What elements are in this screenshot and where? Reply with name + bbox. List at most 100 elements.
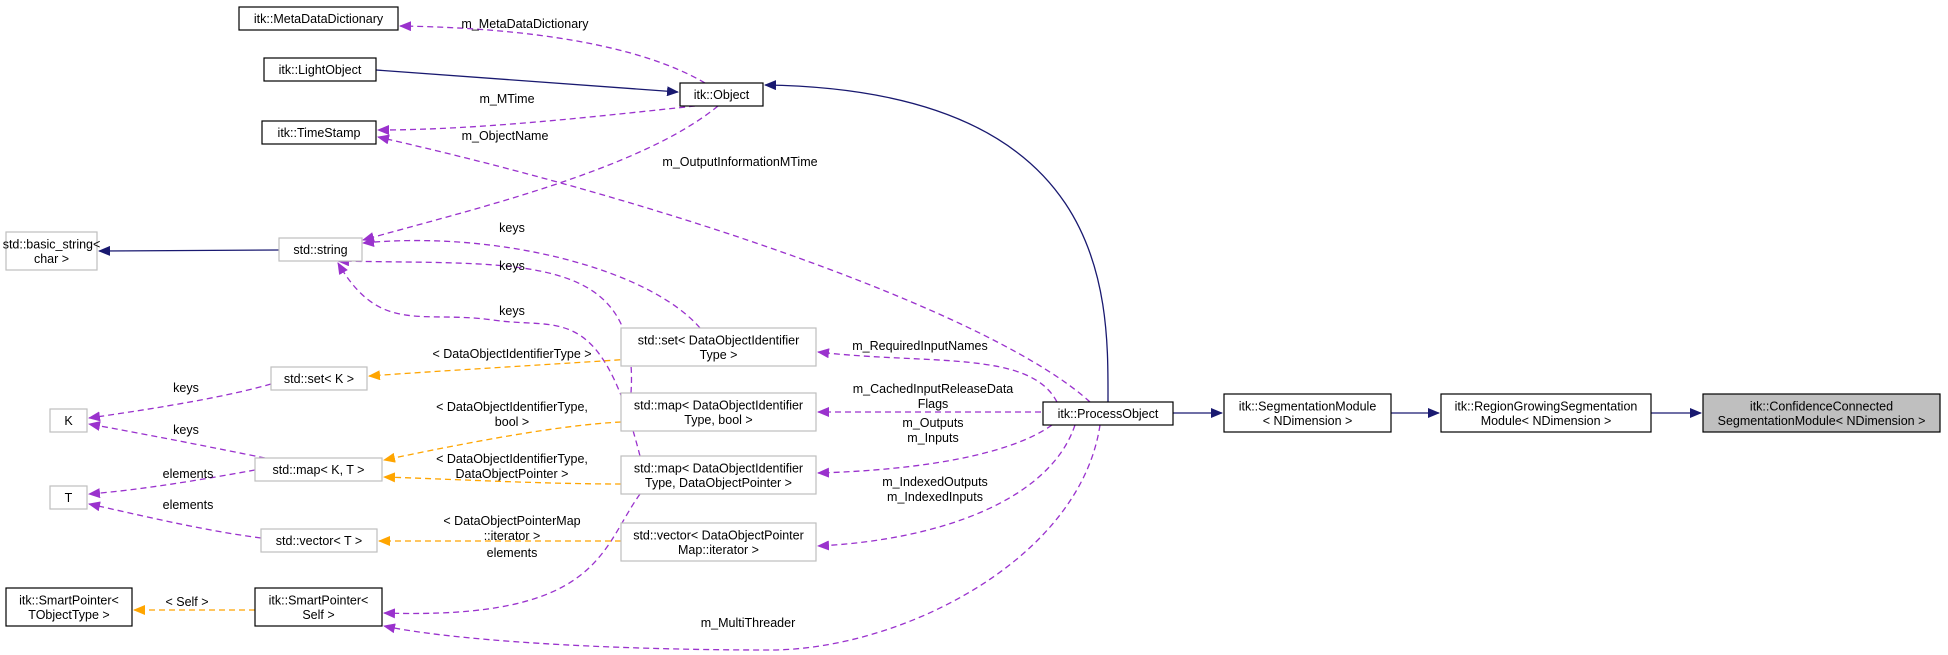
class-node-smartptr_t[interactable]: itk::SmartPointer<TObjectType > xyxy=(5,587,133,627)
class-name-text: Type > xyxy=(700,348,738,362)
class-box[interactable] xyxy=(620,327,817,367)
class-node-confidence[interactable]: itk::ConfidenceConnectedSegmentationModu… xyxy=(1702,393,1941,433)
edge-stdstring-to-set_doid: keys xyxy=(362,221,701,329)
edge-object-to-processobject xyxy=(764,80,1109,403)
edge-lightobject-to-object xyxy=(375,69,679,97)
class-box[interactable] xyxy=(679,82,764,107)
class-box[interactable] xyxy=(49,485,88,510)
class-name-text: itk::TimeStamp xyxy=(278,126,361,140)
class-name-text: Module< NDimension > xyxy=(1481,414,1612,428)
class-node-map_doid_bool[interactable]: std::map< DataObjectIdentifierType, bool… xyxy=(620,392,817,432)
class-node-map_kt[interactable]: std::map< K, T > xyxy=(254,457,383,482)
class-box[interactable] xyxy=(1440,393,1652,433)
class-name-text: < NDimension > xyxy=(1263,414,1353,428)
class-box[interactable] xyxy=(620,392,817,432)
edge-timestamp-to-processobject: m_OutputInformationMTime xyxy=(377,134,1091,403)
class-name-text: itk::SmartPointer< xyxy=(19,593,119,607)
edge-k-to-set_k: keys xyxy=(88,381,272,422)
edge-map_kt-to-map_doid_ptr: < DataObjectIdentifierType,DataObjectPoi… xyxy=(383,452,622,485)
edge-line-inheritance xyxy=(764,80,1109,403)
class-node-smartptr_self[interactable]: itk::SmartPointer<Self > xyxy=(254,587,383,627)
class-box[interactable] xyxy=(5,231,98,271)
class-name-text: itk::Object xyxy=(694,88,750,102)
edge-label: m_MetaDataDictionary xyxy=(461,17,589,31)
class-box[interactable] xyxy=(1702,393,1941,433)
class-name-text: std::map< DataObjectIdentifier xyxy=(634,398,803,412)
edge-line-template xyxy=(383,472,622,485)
edge-metadict-to-object: m_MetaDataDictionary xyxy=(399,17,706,84)
edge-label: keys xyxy=(499,304,525,318)
class-node-k[interactable]: K xyxy=(49,408,88,433)
edge-line-usage xyxy=(88,501,262,539)
class-node-processobject[interactable]: itk::ProcessObject xyxy=(1042,401,1174,426)
edge-line-usage xyxy=(337,262,641,457)
class-node-lightobject[interactable]: itk::LightObject xyxy=(263,57,377,82)
edge-set_doid-to-processobject: m_RequiredInputNames xyxy=(817,339,1058,403)
edge-stdstring-to-map_doid_bool: keys xyxy=(337,256,633,394)
class-name-text: std::string xyxy=(293,243,347,257)
class-box[interactable] xyxy=(263,57,377,82)
class-box[interactable] xyxy=(278,237,363,262)
edge-label: m_MTime xyxy=(479,92,534,106)
edges-layer: m_MetaDataDictionarym_MTimem_ObjectNamem… xyxy=(88,17,1702,651)
class-box[interactable] xyxy=(260,528,378,553)
class-box[interactable] xyxy=(238,6,399,31)
class-name-text: itk::LightObject xyxy=(279,63,362,77)
class-node-map_doid_ptr[interactable]: std::map< DataObjectIdentifierType, Data… xyxy=(620,455,817,495)
edge-label: DataObjectPointer > xyxy=(456,467,569,481)
class-name-text: itk::ProcessObject xyxy=(1058,407,1159,421)
edge-line-usage xyxy=(817,348,1058,403)
class-name-text: itk::RegionGrowingSegmentation xyxy=(1455,399,1638,413)
class-name-text: std::set< DataObjectIdentifier xyxy=(638,333,800,347)
edge-line-usage xyxy=(362,236,701,329)
class-name-text: itk::SmartPointer< xyxy=(269,593,369,607)
class-node-vector_dop[interactable]: std::vector< DataObjectPointerMap::itera… xyxy=(620,522,817,562)
edge-line-template xyxy=(383,421,622,463)
class-name-text: TObjectType > xyxy=(28,608,109,622)
class-node-stdstring[interactable]: std::string xyxy=(278,237,363,262)
edge-label: m_MultiThreader xyxy=(701,616,795,630)
edge-t-to-vector_t: elements xyxy=(88,498,262,539)
class-node-set_k[interactable]: std::set< K > xyxy=(270,366,368,391)
class-name-text: T xyxy=(65,491,73,505)
edge-line-inheritance xyxy=(375,69,679,97)
edge-line-usage xyxy=(383,493,641,619)
class-node-t[interactable]: T xyxy=(49,485,88,510)
edge-line-usage xyxy=(88,383,272,422)
class-box[interactable] xyxy=(620,455,817,495)
class-box[interactable] xyxy=(1223,393,1392,433)
class-box[interactable] xyxy=(254,457,383,482)
edge-label: m_OutputInformationMTime xyxy=(662,155,817,169)
edge-line-usage xyxy=(362,105,719,242)
edge-label: m_RequiredInputNames xyxy=(852,339,988,353)
class-box[interactable] xyxy=(261,120,377,145)
class-box[interactable] xyxy=(49,408,88,433)
class-node-object[interactable]: itk::Object xyxy=(679,82,764,107)
class-name-text: itk::SegmentationModule xyxy=(1239,399,1377,413)
class-box[interactable] xyxy=(620,522,817,562)
class-node-basicstring[interactable]: std::basic_string<char > xyxy=(3,231,101,271)
class-name-text: itk::ConfidenceConnected xyxy=(1750,399,1893,413)
class-node-set_doid[interactable]: std::set< DataObjectIdentifierType > xyxy=(620,327,817,367)
class-box[interactable] xyxy=(5,587,133,627)
edge-stdstring-to-map_doid_ptr: keys xyxy=(337,262,641,457)
class-node-vector_t[interactable]: std::vector< T > xyxy=(260,528,378,553)
edge-label: m_CachedInputReleaseData xyxy=(853,382,1014,396)
class-node-segmodule[interactable]: itk::SegmentationModule< NDimension > xyxy=(1223,393,1392,433)
edge-map_kt-to-map_doid_bool: < DataObjectIdentifierType,bool > xyxy=(383,400,622,463)
class-node-metadict[interactable]: itk::MetaDataDictionary xyxy=(238,6,399,31)
class-box[interactable] xyxy=(270,366,368,391)
class-name-text: K xyxy=(64,414,73,428)
class-node-timestamp[interactable]: itk::TimeStamp xyxy=(261,120,377,145)
class-name-text: Type, DataObjectPointer > xyxy=(645,476,792,490)
edge-label: elements xyxy=(163,467,214,481)
class-box[interactable] xyxy=(254,587,383,627)
edge-label: Flags xyxy=(918,397,949,411)
class-box[interactable] xyxy=(1042,401,1174,426)
edge-k-to-map_kt: keys xyxy=(88,421,266,459)
